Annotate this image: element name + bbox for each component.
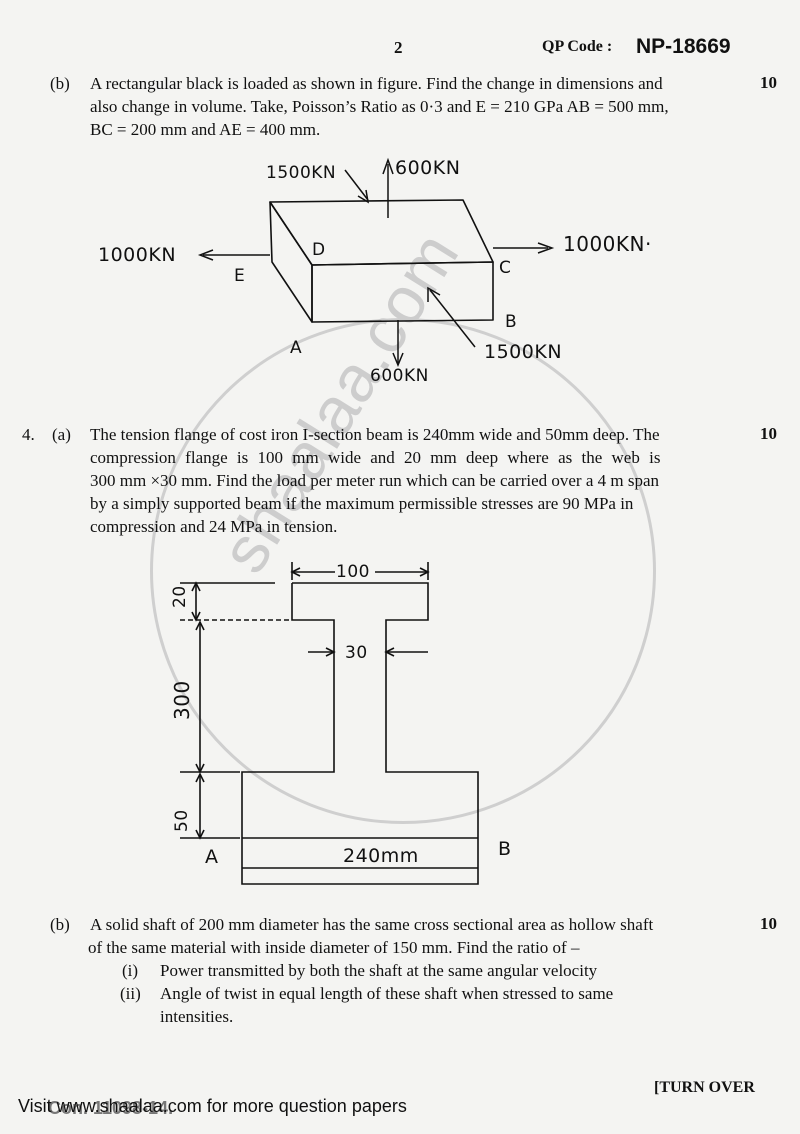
arrow-bottom-down-head [392, 352, 404, 367]
load-right-label: 1000KN· [563, 232, 652, 256]
q4a-line-3: 300 mm ×30 mm. Find the load per meter r… [90, 471, 660, 490]
q3b-label: (b) [50, 74, 70, 93]
page-number: 2 [394, 38, 403, 57]
q3b-marks: 10 [760, 73, 777, 92]
load-top-up-label: 600KN [395, 157, 461, 179]
qp-code: NP-18669 [636, 35, 731, 58]
dim-top-width-label: 100 [336, 562, 370, 582]
q4a-line-2: compression flange is 100 mm wide and 20… [90, 448, 661, 467]
q4b-sub-i-label: (i) [122, 961, 139, 980]
load-top-diag-label: 1500KN [266, 163, 337, 183]
arrow-bottom-diag-line [429, 289, 476, 348]
footer-code: Con. 11098-14. [48, 1098, 174, 1118]
point-b-label-2: B [498, 838, 512, 860]
block-top-face [269, 199, 494, 266]
q4a-marks: 10 [760, 424, 777, 443]
arrow-left-head [197, 249, 214, 261]
load-left-label: 1000KN [98, 244, 177, 266]
dim-300-label: 300 [170, 680, 194, 720]
qp-code-label: QP Code : [542, 38, 613, 55]
point-e-label: E [234, 266, 246, 286]
q3b-line-2: also change in volume. Take, Poisson’s R… [90, 97, 669, 116]
point-c-label: C [499, 258, 512, 278]
i-section-outline [241, 582, 479, 885]
arrow-top-diag-line [344, 169, 369, 201]
arrow-top-diag-head [357, 189, 370, 204]
block-front-face [311, 261, 494, 323]
q4b-label: (b) [50, 915, 70, 934]
dim-bottom-width-label: 240mm [343, 845, 419, 867]
arrow-top-up-head [382, 157, 394, 175]
point-a-label: A [290, 338, 303, 358]
q4a-line-5: compression and 24 MPa in tension. [90, 517, 338, 536]
q4-number: 4. [22, 425, 35, 444]
load-bottom-diag-label: 1500KN [484, 341, 563, 363]
dim-20-label: 20 [170, 585, 190, 608]
q4b-line-2: of the same material with inside diamete… [88, 938, 580, 957]
q4b-line-1: A solid shaft of 200 mm diameter has the… [90, 915, 654, 934]
q4b-sub-ii-text-1: Angle of twist in equal length of these … [160, 984, 614, 1003]
point-d-label: D [312, 240, 326, 260]
q3b-line-3: BC = 200 mm and AE = 400 mm. [90, 120, 321, 139]
load-bottom-down-label: 600KN [370, 366, 429, 386]
arrow-right-head [537, 242, 555, 254]
q4a-label: (a) [52, 425, 71, 444]
q4a-line-1: The tension flange of cost iron I-sectio… [90, 425, 660, 444]
q3b-line-1: A rectangular black is loaded as shown i… [90, 74, 663, 93]
point-a-label-2: A [205, 846, 219, 868]
turn-over: [TURN OVER [654, 1079, 755, 1096]
dim-web-width-label: 30 [345, 643, 368, 663]
footer-website-link[interactable]: Visit www.shaalaa.com for more question … [18, 1096, 407, 1116]
watermark-circle [150, 318, 656, 824]
dim-50-label: 50 [172, 809, 192, 832]
q4a-line-4: by a simply supported beam if the maximu… [90, 494, 634, 513]
q4b-sub-ii-text-2: intensities. [160, 1007, 234, 1026]
i-section-figure [180, 562, 479, 885]
point-b-label: B [505, 312, 518, 332]
block-figure [197, 157, 555, 367]
q4b-sub-i-text: Power transmitted by both the shaft at t… [160, 961, 598, 980]
arrow-bottom-diag-head [427, 286, 441, 302]
q4b-sub-ii-label: (ii) [120, 984, 141, 1003]
q4b-marks: 10 [760, 914, 777, 933]
block-side-face [269, 201, 313, 323]
